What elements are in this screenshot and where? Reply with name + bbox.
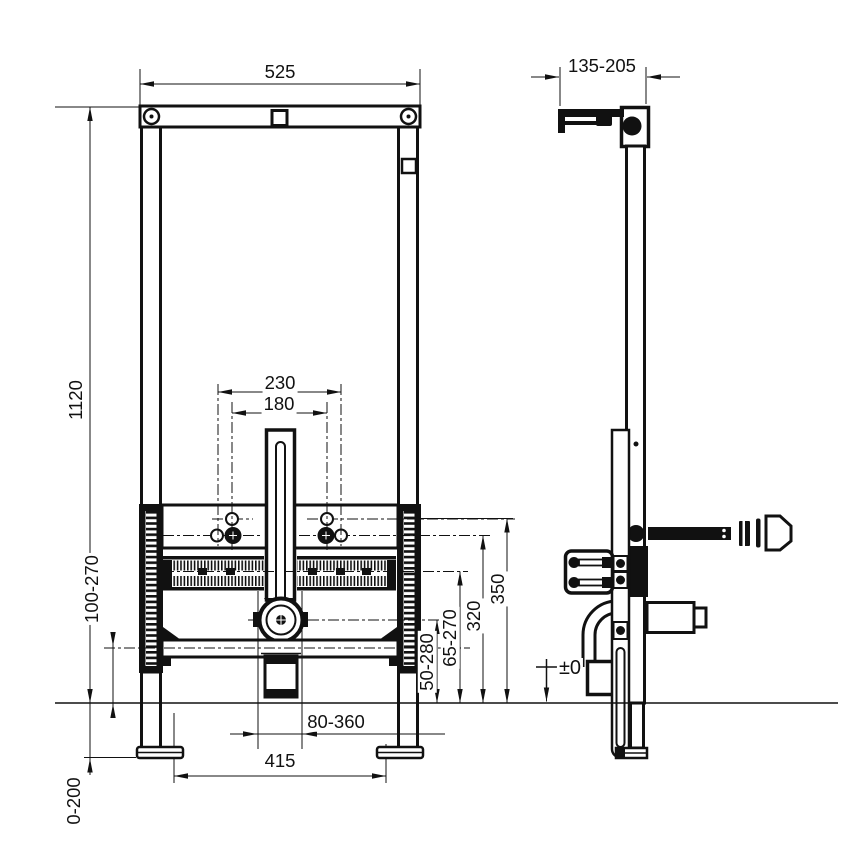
- right-leg: [397, 670, 419, 750]
- floor-level-marker: [536, 659, 558, 702]
- side-view: [558, 105, 793, 760]
- dim-connection-height-label: 65-270: [438, 607, 460, 669]
- dim-foot-spacing-label: 415: [262, 749, 298, 771]
- carriage-block: [628, 546, 648, 597]
- dim-side-depth-label: 135-205: [566, 54, 638, 76]
- rod-clamps: [198, 568, 371, 575]
- drain-flange: [253, 596, 308, 644]
- dim-leg-adjustment-label: 0-200: [62, 775, 84, 827]
- plate-holes: [612, 555, 629, 748]
- wall-bracket: [558, 109, 642, 136]
- drain-outlet: [261, 652, 301, 699]
- dim-stud-spacing-inner-label: 180: [261, 392, 297, 414]
- dim-stud-row-upper-label: 350: [486, 571, 508, 607]
- water-connection-bracket: [563, 549, 615, 595]
- dim-front-height-label: 1120: [64, 378, 86, 422]
- dim-front-width-label: 525: [262, 60, 298, 82]
- side-leg: [629, 701, 645, 750]
- dim-lower-rail-height-label: 100-270: [80, 553, 102, 625]
- dim-drain-centre-height-label: 50-280: [415, 631, 437, 693]
- rack-right: [397, 504, 421, 673]
- dim-stud-spacing-outer-label: 230: [262, 371, 298, 393]
- dim-drain-offset-label: 80-360: [305, 710, 367, 732]
- left-leg: [140, 670, 162, 750]
- mounting-studs: [163, 512, 515, 544]
- left-rail: [140, 125, 162, 508]
- rack-left: [139, 504, 163, 673]
- front-view: [104, 104, 515, 783]
- gusset-left: [163, 627, 181, 640]
- drain-elbow: [581, 599, 618, 667]
- rail-mounting-square: [400, 157, 418, 175]
- rod-cap: [764, 514, 793, 552]
- dim-stud-row-lower-label: 320: [462, 598, 484, 634]
- floor-level-label: ±0: [556, 657, 584, 679]
- gusset-right: [379, 627, 397, 640]
- threaded-rod-band: [163, 556, 396, 591]
- top-mounting-square: [270, 109, 289, 127]
- channel-slot: [275, 441, 286, 609]
- right-rail: [397, 125, 419, 508]
- outlet-connector: [645, 601, 696, 634]
- stud-centerlines: [217, 384, 342, 550]
- outlet-connector-end: [692, 606, 708, 629]
- mounting-rod: [627, 518, 761, 548]
